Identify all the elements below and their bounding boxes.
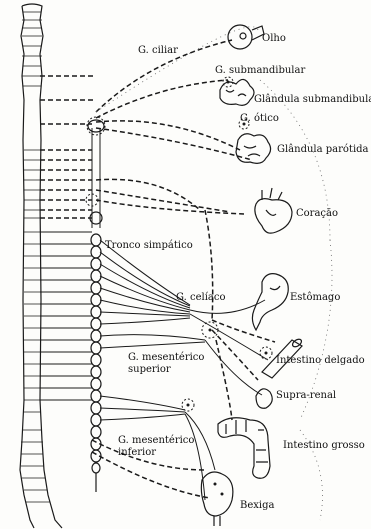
stomach-icon xyxy=(252,274,288,330)
heart-icon xyxy=(255,188,292,233)
bladder-icon xyxy=(201,472,233,526)
sympathetic-trunk-chain xyxy=(88,120,104,492)
label-ganglion-celiac: G. celíaco xyxy=(176,292,226,303)
parotid-gland-icon xyxy=(236,134,271,164)
label-large-intestine: Intestino grosso xyxy=(283,440,365,451)
cranial-parasympathetic-dashed xyxy=(40,40,275,498)
sympathetic-fibers-solid xyxy=(100,240,268,500)
label-ganglion-inferior-mesenteric-line1: G. mesentérico xyxy=(118,435,194,446)
label-ganglion-ciliary: G. ciliar xyxy=(138,45,178,56)
large-intestine-icon xyxy=(218,418,270,479)
adrenal-icon xyxy=(256,389,272,408)
eye-icon xyxy=(228,25,264,49)
label-eye: Olho xyxy=(262,33,286,44)
label-ganglion-superior-mesenteric-line2: superior xyxy=(128,364,171,375)
label-parotid-gland: Glândula parótida xyxy=(277,144,369,155)
label-ganglion-otic: G. ótico xyxy=(240,113,279,124)
label-adrenal: Supra-renal xyxy=(276,390,336,401)
label-ganglion-inferior-mesenteric-line2: inferior xyxy=(118,447,156,458)
submandibular-gland-icon xyxy=(220,79,254,105)
label-sympathetic-trunk: Tronco simpático xyxy=(105,240,193,251)
spinal-cord xyxy=(20,4,62,528)
label-heart: Coração xyxy=(296,208,338,219)
label-submandibular-gland: Glândula submandibular xyxy=(254,94,371,105)
label-ganglion-superior-mesenteric-line1: G. mesentérico xyxy=(128,352,204,363)
connector-dots xyxy=(187,81,268,496)
label-bladder: Bexiga xyxy=(240,500,274,511)
rami-communicantes xyxy=(40,232,92,400)
label-small-intestine: Intestino delgado xyxy=(276,355,365,366)
label-ganglion-submandibular: G. submandibular xyxy=(215,65,305,76)
label-stomach: Estômago xyxy=(290,292,340,303)
